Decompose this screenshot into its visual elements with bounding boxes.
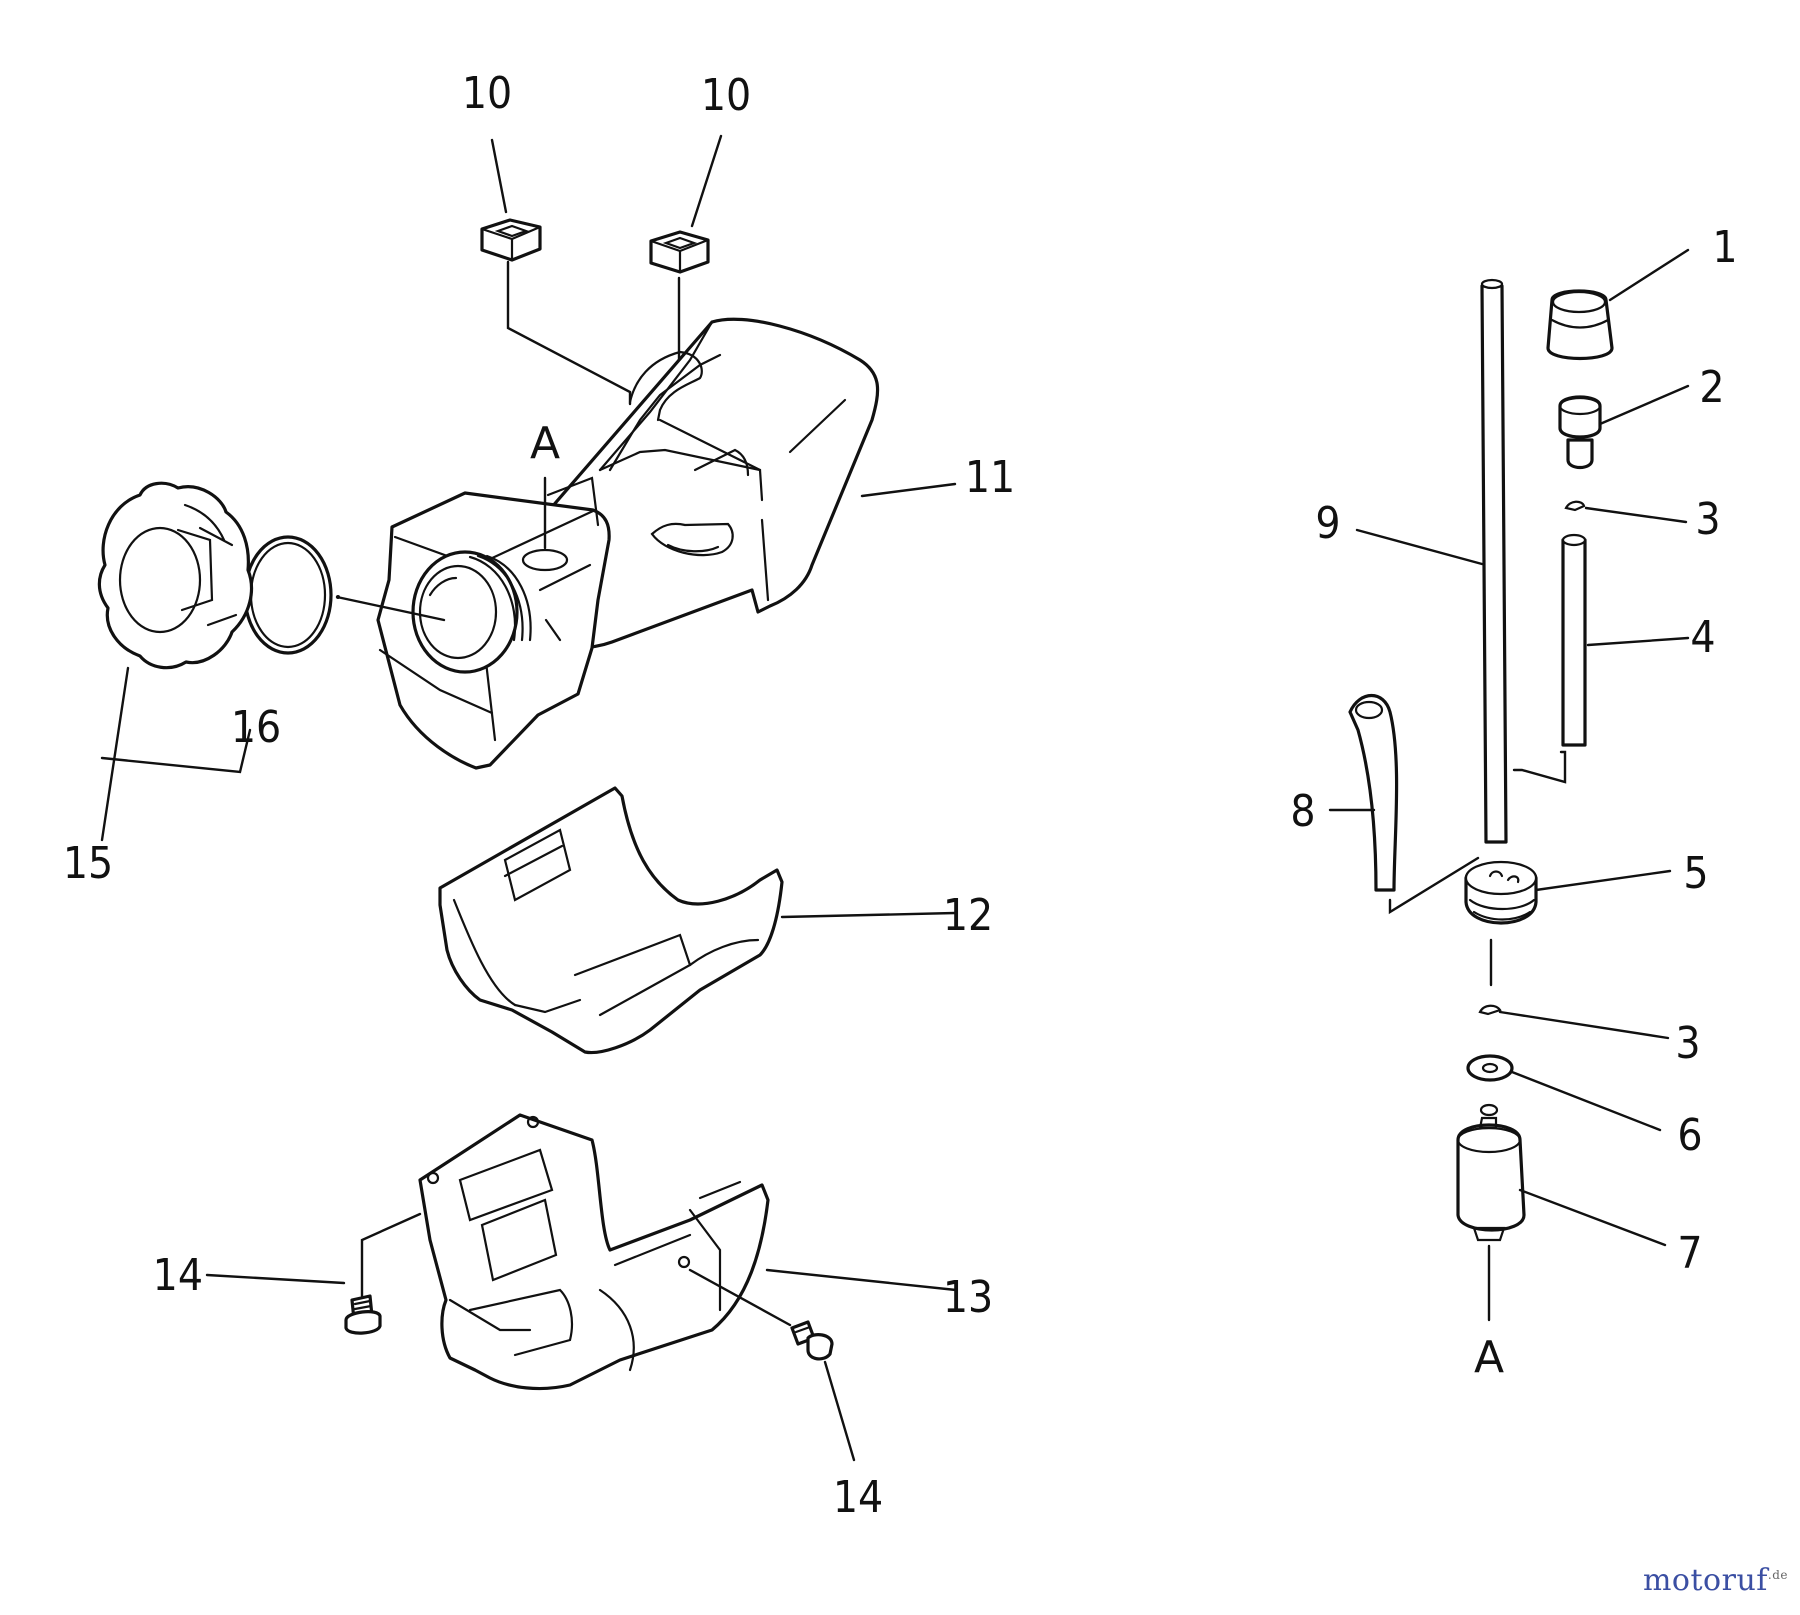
callout-16: 16	[231, 702, 281, 753]
callout-14-right: 14	[833, 1472, 883, 1523]
callout-2: 2	[1699, 362, 1724, 413]
part-4-tube	[1561, 533, 1587, 747]
part-7-fuel-filter	[1456, 1103, 1526, 1242]
part-2-grommet	[1558, 395, 1602, 470]
part-5-filter-head	[1464, 860, 1538, 925]
reference-a-tank: A	[530, 418, 560, 469]
callout-6: 6	[1677, 1110, 1702, 1161]
callout-1: 1	[1712, 222, 1737, 273]
callout-11: 11	[965, 452, 1015, 503]
part-11-fuel-tank	[376, 317, 880, 770]
part-10-grommet-right	[649, 230, 710, 274]
callout-15: 15	[63, 838, 113, 889]
reference-a-filter: A	[1474, 1332, 1504, 1383]
part-14-bolt-right	[790, 1320, 834, 1361]
callout-8: 8	[1290, 786, 1315, 837]
part-1-filter-cap	[1546, 289, 1614, 361]
part-9-fuel-line	[1480, 278, 1508, 844]
motoruf-watermark-logo: motoruf.de	[1643, 1563, 1788, 1598]
part-14-bolt-left	[344, 1294, 382, 1335]
part-6-washer	[1466, 1054, 1514, 1082]
part-8-hose	[1348, 694, 1399, 892]
callout-14-left: 14	[153, 1250, 203, 1301]
callout-5: 5	[1683, 848, 1708, 899]
callout-10-left: 10	[462, 68, 512, 119]
callout-4: 4	[1690, 612, 1715, 663]
callout-7: 7	[1677, 1228, 1702, 1279]
callout-9: 9	[1315, 498, 1340, 549]
part-3-clip-lower	[1478, 1004, 1502, 1016]
watermark-text: motoruf	[1642, 1563, 1768, 1598]
part-13-bottom-bracket	[418, 1113, 770, 1391]
part-3-clip-upper	[1564, 500, 1586, 512]
watermark-tld: .de	[1767, 1568, 1788, 1582]
callout-13: 13	[943, 1272, 993, 1323]
part-15-fuel-cap	[97, 481, 254, 670]
callout-10-right: 10	[701, 70, 751, 121]
callout-12: 12	[943, 890, 993, 941]
part-12-lower-cover	[438, 786, 784, 1055]
callout-3-upper: 3	[1695, 494, 1720, 545]
part-10-grommet-left	[480, 218, 542, 262]
part-16-o-ring	[243, 535, 333, 655]
callout-3-lower: 3	[1675, 1018, 1700, 1069]
